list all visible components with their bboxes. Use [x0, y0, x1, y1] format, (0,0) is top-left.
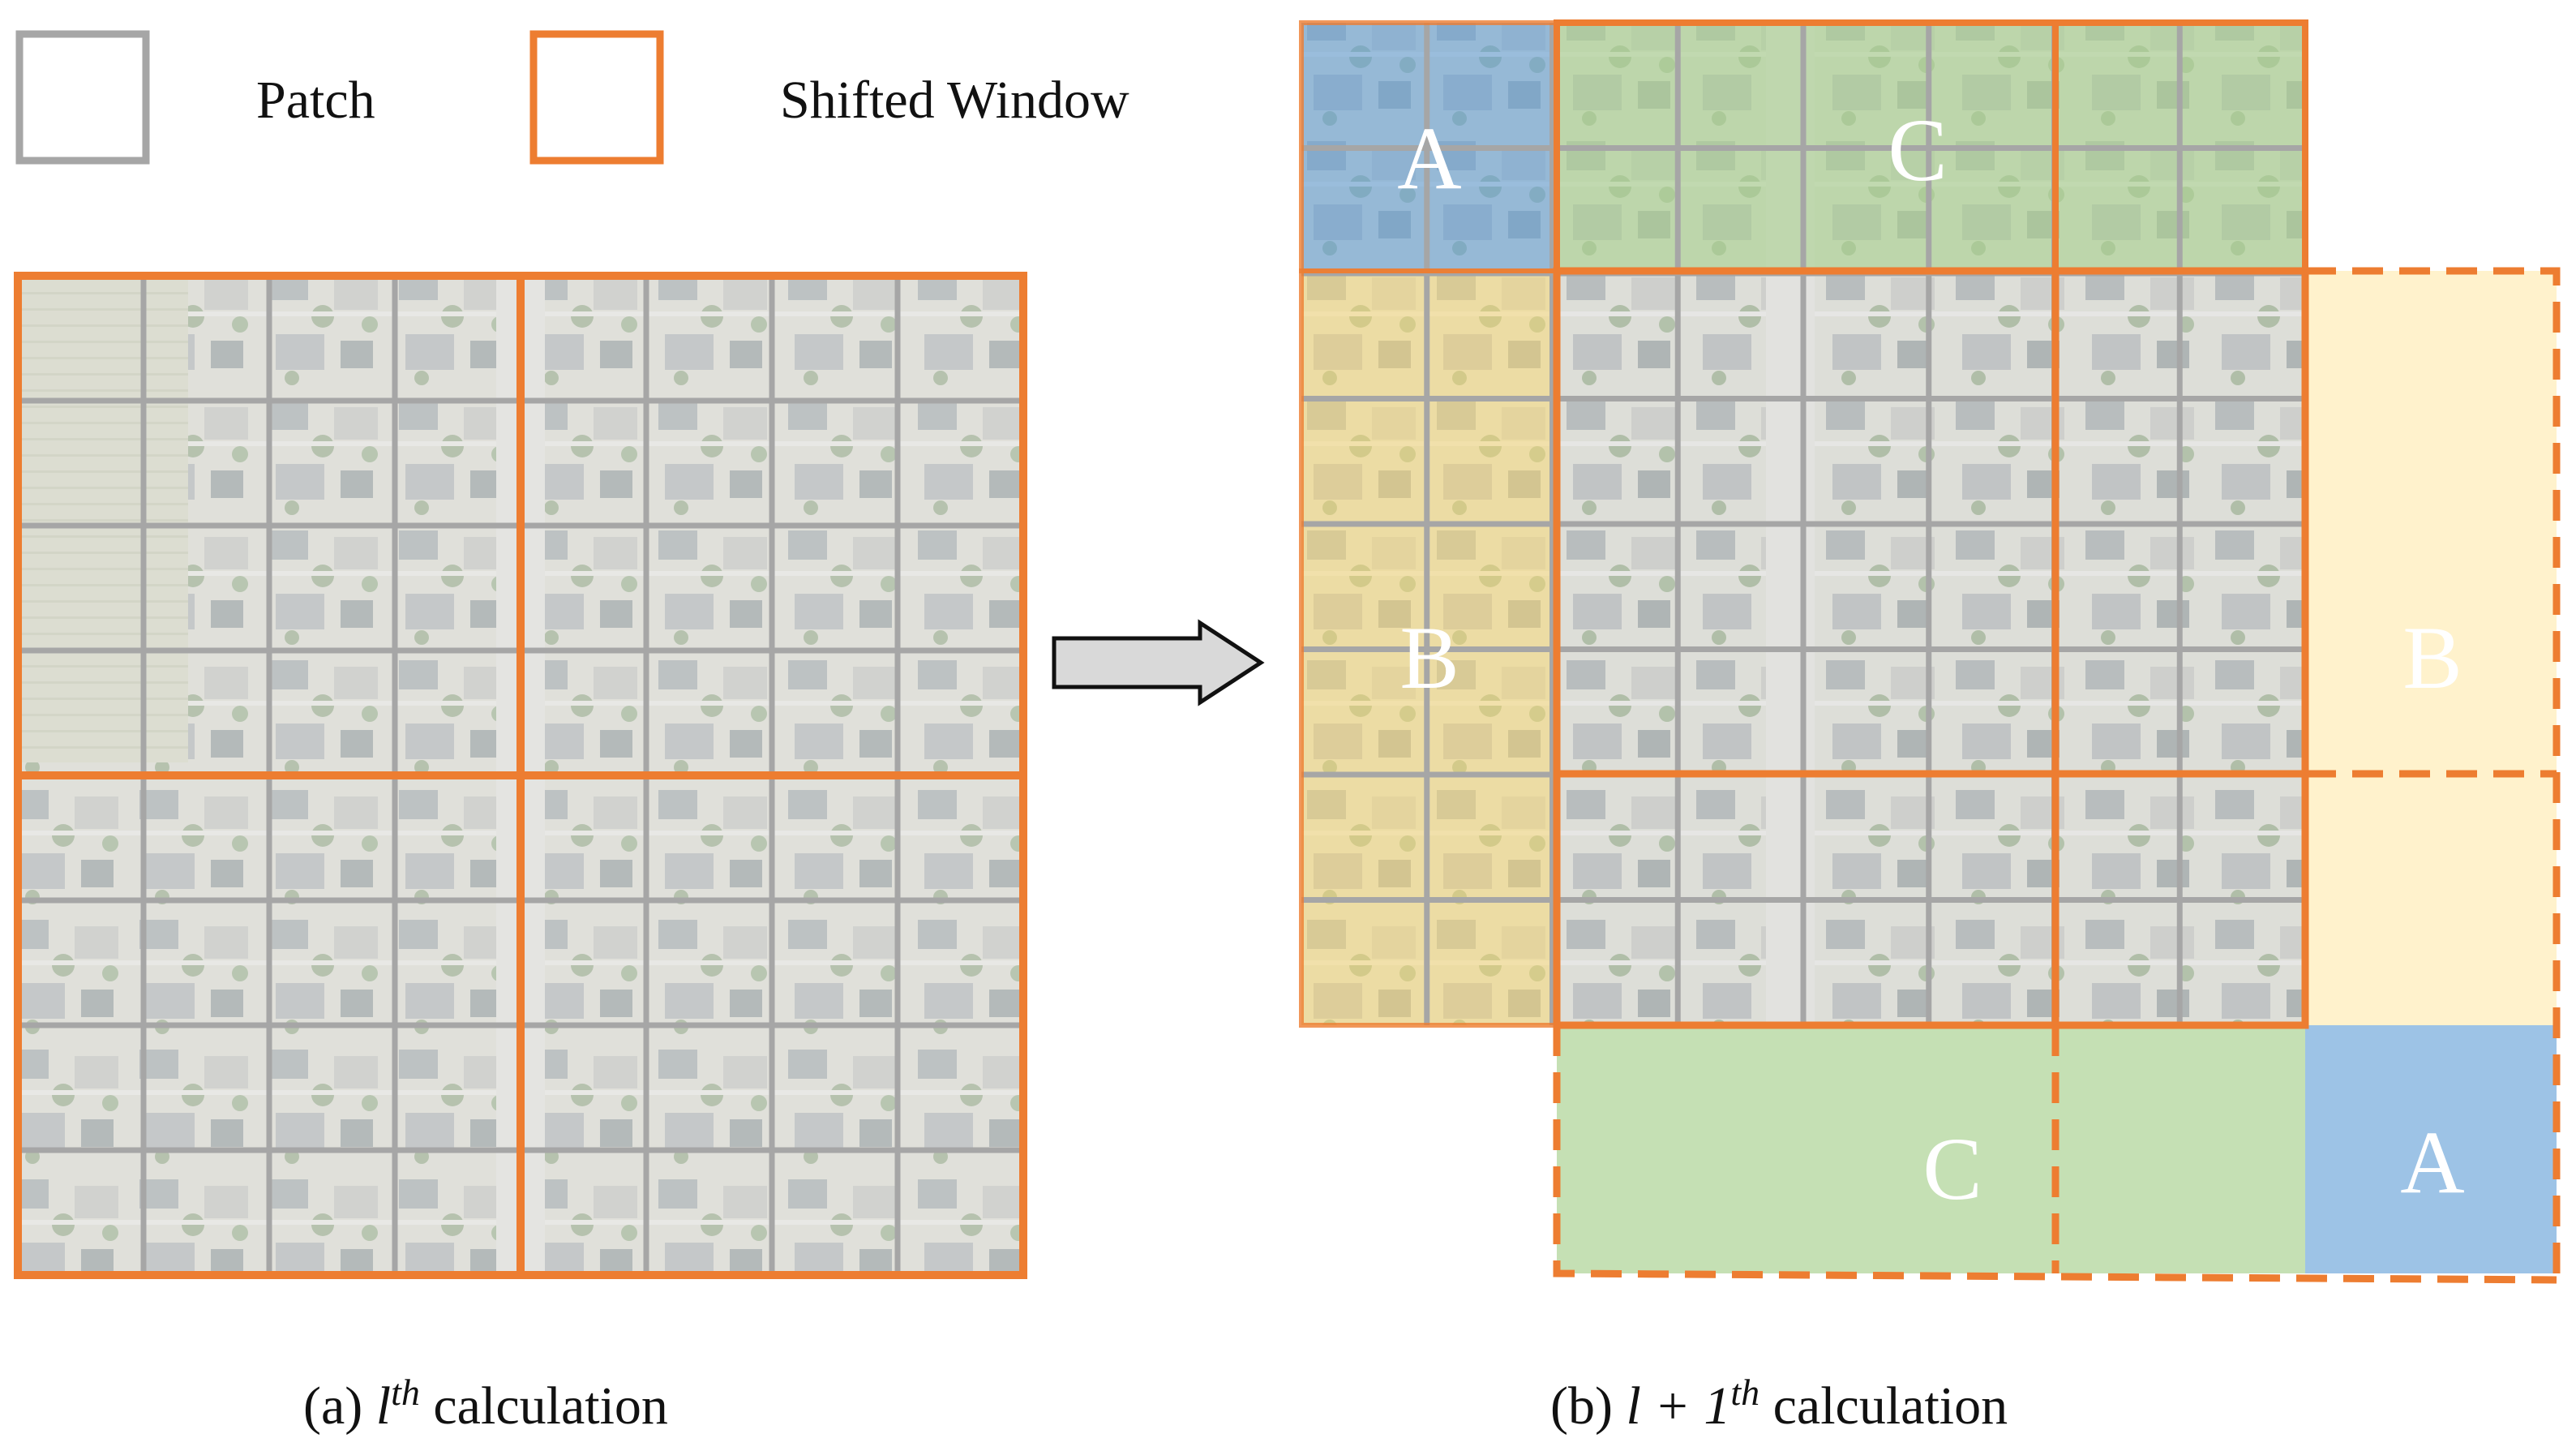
dashed-border-right: [2305, 267, 2561, 1280]
panel-b: [1299, 19, 2561, 1284]
caption-b-math: l + 1: [1626, 1376, 1731, 1436]
caption-a: (a) lth calculation: [303, 1371, 668, 1437]
caption-b: (b) l + 1th calculation: [1550, 1371, 2008, 1437]
panel-a: [14, 272, 1027, 1279]
caption-b-sup: th: [1730, 1372, 1760, 1413]
region-c-label-top: C: [1888, 101, 1948, 200]
legend-window-swatch: [529, 30, 664, 165]
region-b-label-right: B: [2402, 608, 2462, 707]
region-c-label-bottom: C: [1922, 1119, 1982, 1218]
panel-a-window-grid: [14, 272, 1027, 1279]
region-a-label-top: A: [1397, 109, 1462, 208]
padding-dashed-borders: [1553, 267, 2561, 1284]
dashed-border-bottom: [1553, 1025, 2557, 1284]
region-c-pad-bottom: [1557, 1025, 2305, 1273]
legend-patch-swatch: [15, 30, 150, 165]
legend-patch-label: Patch: [256, 71, 375, 130]
region-a-pad-corner: [2305, 1025, 2557, 1273]
panel-b-patch-grid: [1301, 23, 2305, 1025]
region-b-pad-right: [2305, 271, 2557, 1025]
caption-a-math: l: [375, 1376, 392, 1436]
caption-b-suffix: calculation: [1759, 1376, 2008, 1436]
arrow-icon: [1052, 619, 1265, 706]
caption-a-prefix: (a): [303, 1376, 376, 1436]
region-a-label-bottom: A: [2400, 1113, 2465, 1212]
caption-a-sup: th: [391, 1372, 420, 1413]
caption-b-prefix: (b): [1550, 1376, 1627, 1436]
legend: [15, 30, 664, 165]
legend-window-label: Shifted Window: [780, 71, 1129, 130]
caption-a-suffix: calculation: [419, 1376, 668, 1436]
region-b-label-left: B: [1399, 608, 1459, 707]
window-right-lower: [2051, 770, 2309, 1029]
panel-a-field-area: [18, 276, 188, 762]
